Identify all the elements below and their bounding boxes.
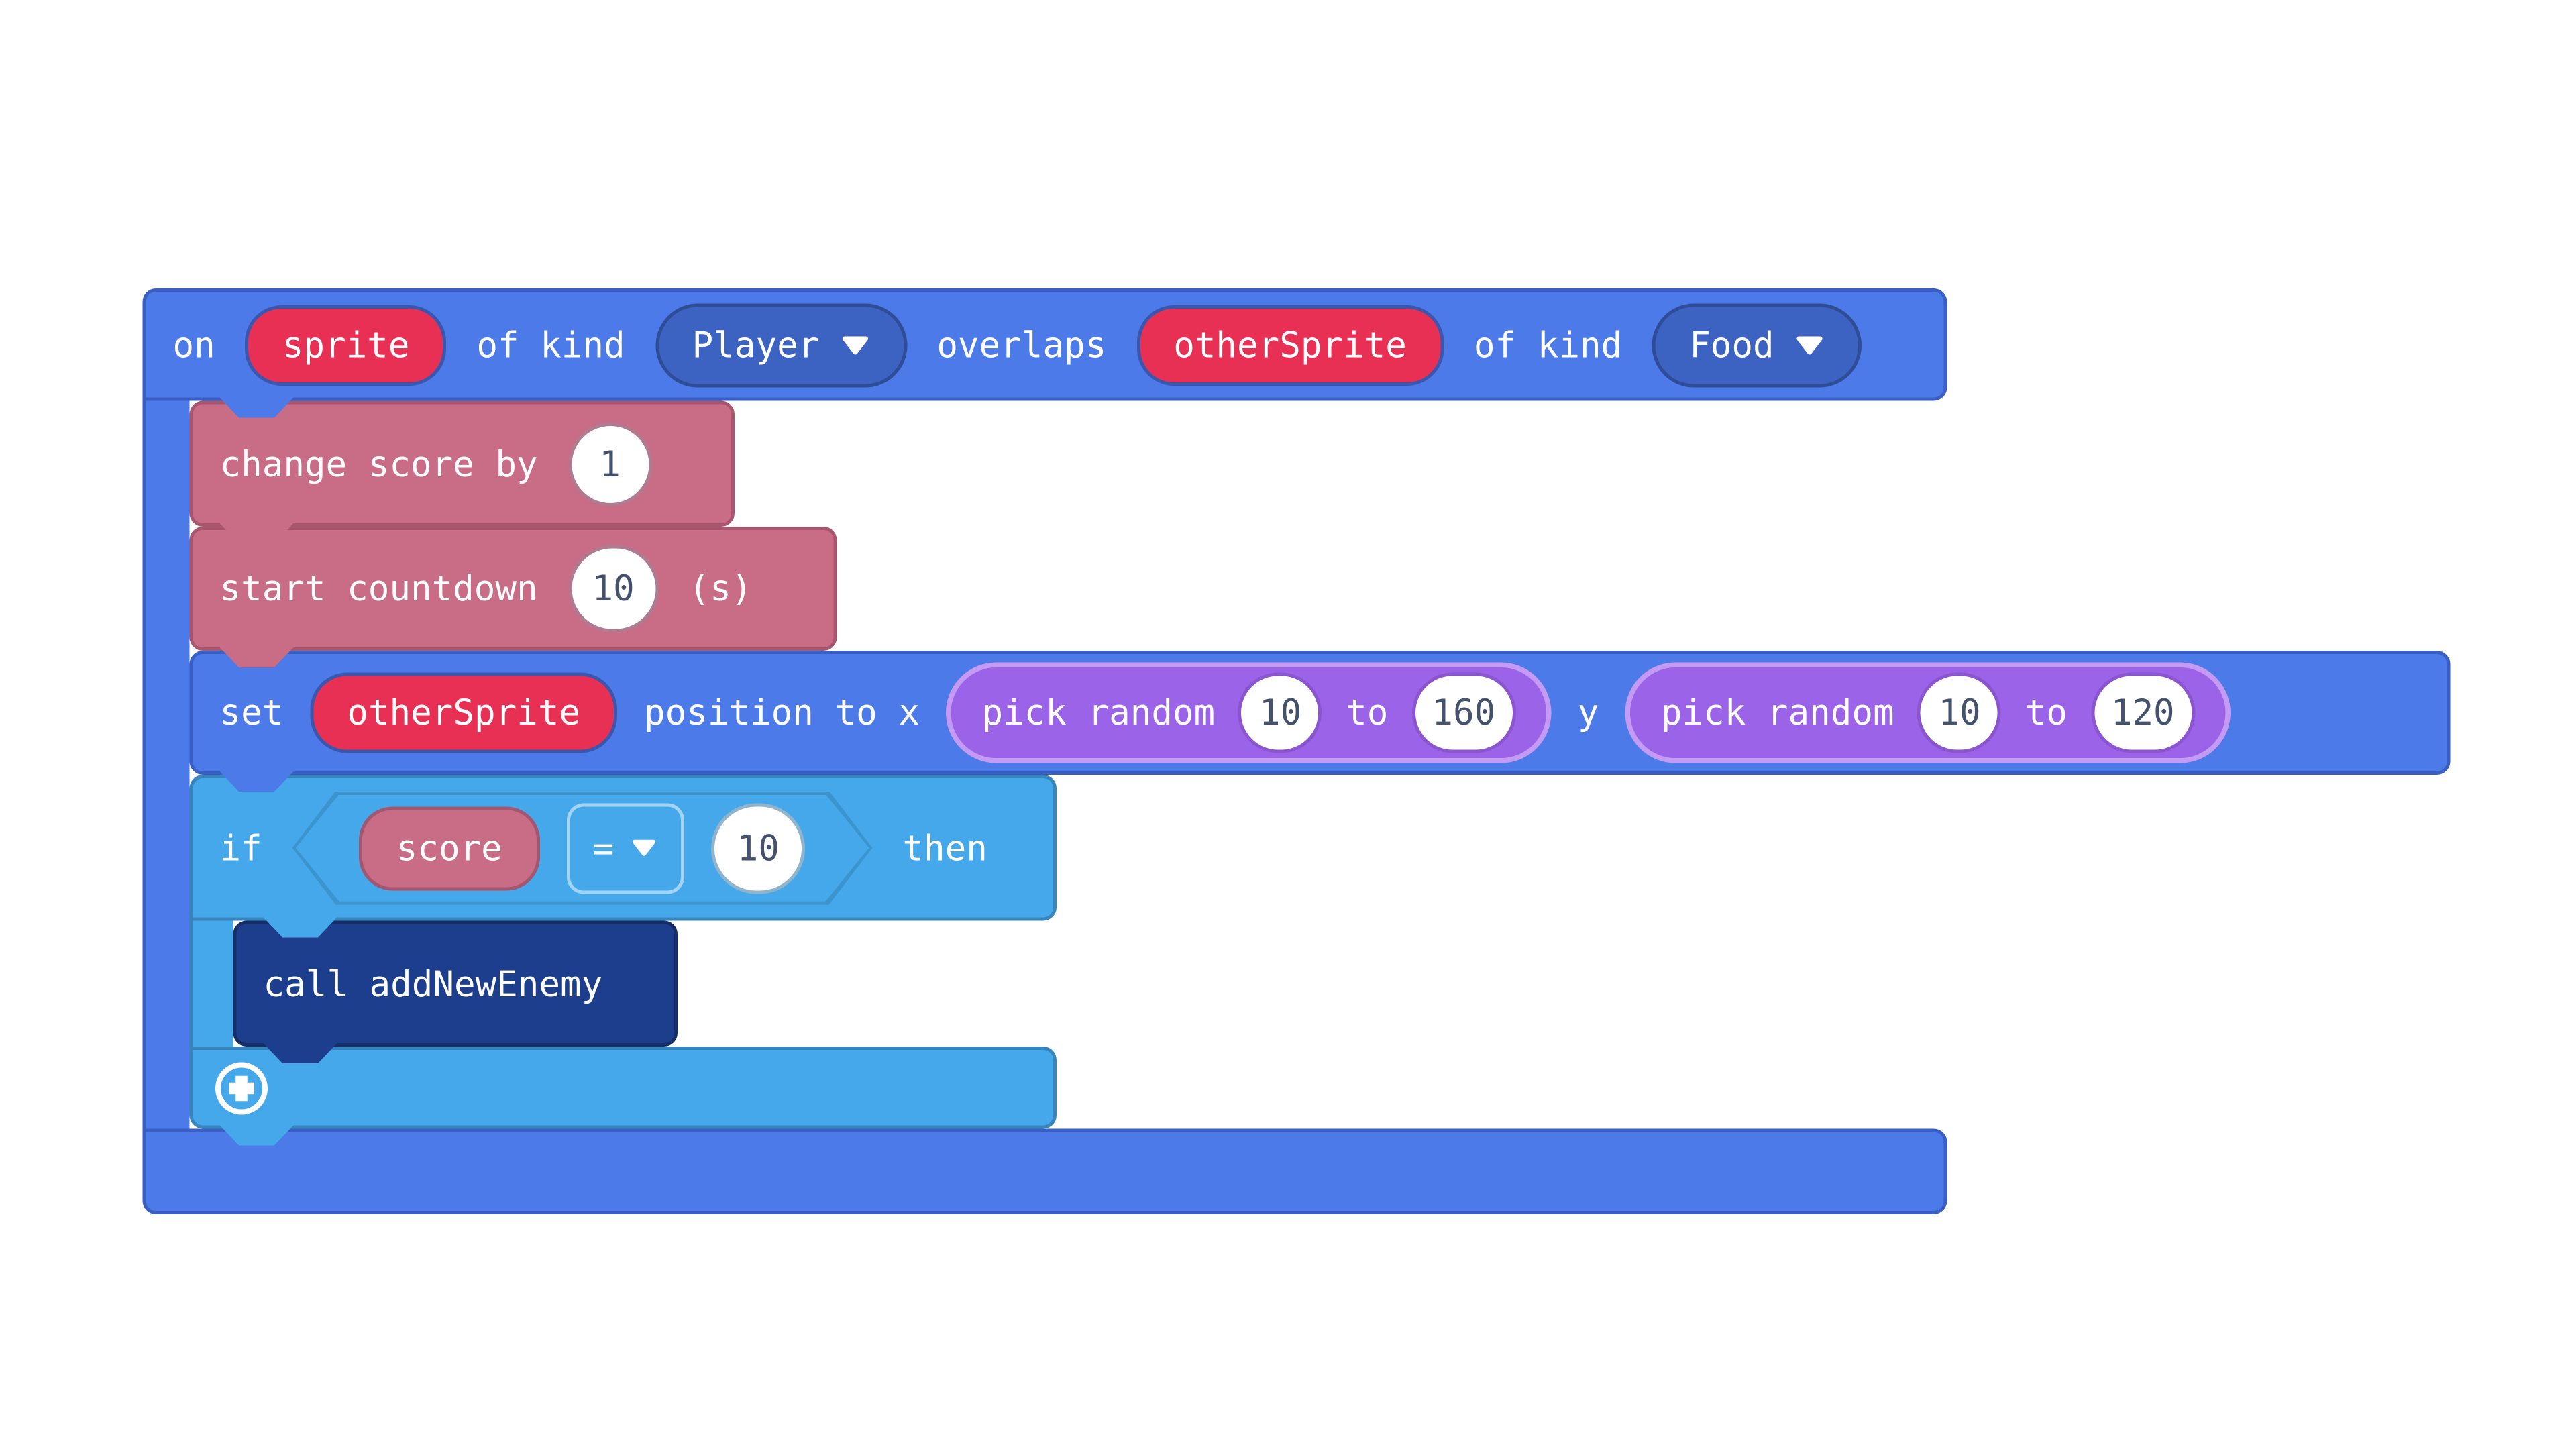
event-overlaps-label: overlaps bbox=[936, 324, 1107, 365]
block-pick-random-x[interactable]: pick random 10 to 160 bbox=[946, 662, 1551, 763]
block-pick-random-y[interactable]: pick random 10 to 120 bbox=[1625, 662, 2231, 763]
if-block-bottom[interactable] bbox=[189, 1046, 1057, 1129]
pick-random-x-min-field[interactable]: 10 bbox=[1238, 672, 1323, 753]
variable-pill-score[interactable]: score bbox=[359, 806, 539, 890]
variable-pill-othersprite[interactable]: otherSprite bbox=[1136, 304, 1444, 385]
change-score-label: change score by bbox=[219, 443, 538, 484]
if-condition-slot[interactable]: score = 10 bbox=[292, 791, 873, 905]
call-function-label: call addNewEnemy bbox=[263, 963, 603, 1004]
countdown-label: start countdown bbox=[219, 568, 538, 609]
pick-random-y-to-label: to bbox=[2025, 692, 2068, 733]
dropdown-arrow-icon bbox=[839, 333, 869, 356]
kind-dropdown-player-value: Player bbox=[692, 324, 820, 365]
dropdown-arrow-icon bbox=[1794, 333, 1825, 356]
pick-random-y-max-field[interactable]: 120 bbox=[2090, 672, 2195, 753]
set-position-label: position to x bbox=[644, 692, 920, 733]
countdown-unit-label: (s) bbox=[688, 568, 753, 609]
event-block-spine bbox=[142, 397, 190, 1132]
set-label: set bbox=[219, 692, 284, 733]
kind-dropdown-food[interactable]: Food bbox=[1652, 303, 1862, 387]
pick-random-x-to-label: to bbox=[1346, 692, 1389, 733]
kind-dropdown-food-value: Food bbox=[1689, 324, 1774, 365]
if-keyword-label: if bbox=[219, 827, 262, 868]
event-of-kind-label-1: of kind bbox=[476, 324, 625, 365]
block-on-overlaps[interactable]: on sprite of kind Player overlaps otherS… bbox=[142, 288, 1947, 401]
variable-pill-sprite[interactable]: sprite bbox=[245, 304, 447, 385]
comparison-operator-dropdown[interactable]: = bbox=[566, 802, 685, 894]
dropdown-arrow-icon bbox=[631, 837, 657, 859]
if-then-label: then bbox=[902, 827, 987, 868]
block-call-addnewenemy[interactable]: call addNewEnemy bbox=[233, 920, 678, 1046]
pick-random-y-label: pick random bbox=[1660, 692, 1894, 733]
countdown-value-field[interactable]: 10 bbox=[568, 545, 659, 633]
block-set-position[interactable]: set otherSprite position to x pick rando… bbox=[189, 651, 2451, 775]
block-if[interactable]: if score = 10 then bbox=[189, 775, 1057, 921]
pick-random-y-min-field[interactable]: 10 bbox=[1917, 672, 2002, 753]
block-start-countdown[interactable]: start countdown 10 (s) bbox=[189, 527, 837, 651]
if-block-spine bbox=[189, 919, 233, 1049]
variable-pill-othersprite-2[interactable]: otherSprite bbox=[310, 672, 618, 753]
pick-random-x-label: pick random bbox=[981, 692, 1216, 733]
comparison-operator-value: = bbox=[592, 827, 614, 868]
if-compare-value-field[interactable]: 10 bbox=[711, 802, 806, 894]
kind-dropdown-player[interactable]: Player bbox=[655, 303, 907, 387]
event-on-label: on bbox=[172, 324, 215, 365]
plus-icon[interactable] bbox=[213, 1059, 270, 1116]
block-change-score[interactable]: change score by 1 bbox=[189, 400, 735, 527]
set-y-label: y bbox=[1577, 692, 1599, 733]
event-block-bottom[interactable] bbox=[142, 1128, 1947, 1214]
change-score-value-field[interactable]: 1 bbox=[568, 421, 652, 506]
event-of-kind-label-2: of kind bbox=[1473, 324, 1623, 365]
pick-random-x-max-field[interactable]: 160 bbox=[1411, 672, 1516, 753]
